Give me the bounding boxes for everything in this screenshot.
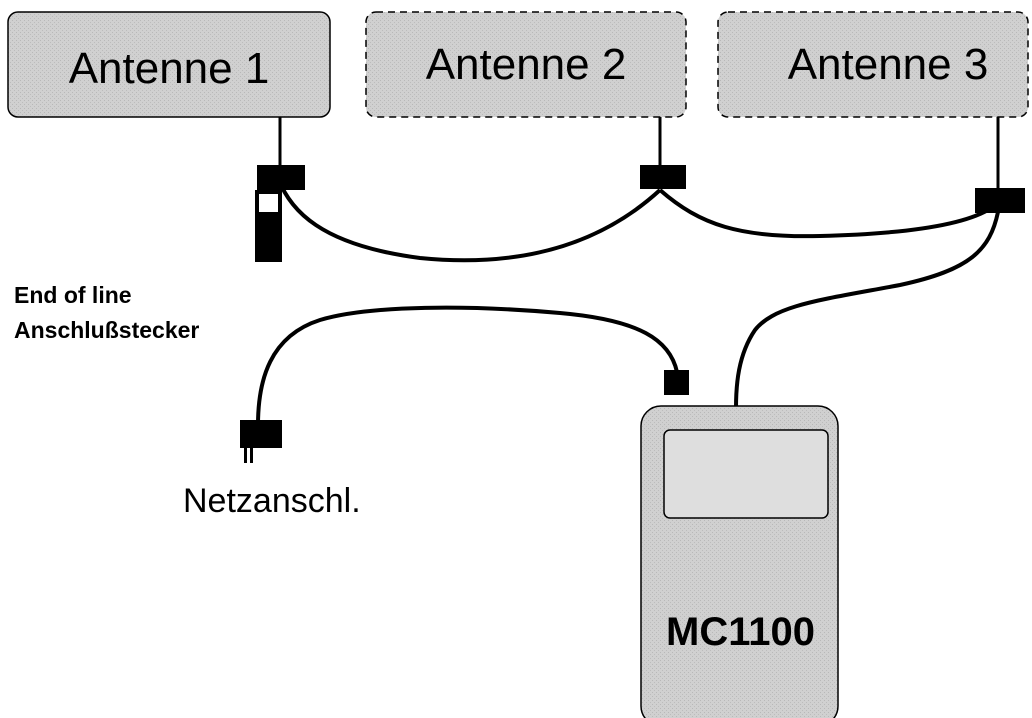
antenna-3-label: Antenne 3 (788, 40, 989, 89)
connector-label: Anschlußstecker (14, 317, 199, 343)
antenna-2: Antenne 2 (365, 11, 687, 118)
device-label: MC1100 (666, 610, 815, 654)
antenna-2-box (365, 11, 687, 118)
mc1100-device: MC1100 (640, 405, 839, 718)
antenna-3-box (717, 11, 1029, 118)
antenna-3-t-connector (975, 188, 1025, 213)
antenna-1: Antenne 1 (7, 11, 331, 118)
antenna-2-label: Antenne 2 (426, 40, 627, 89)
bus-cable-1-2 (276, 177, 662, 263)
power-cable (256, 305, 679, 426)
antenna-3: Antenne 3 (717, 11, 1029, 118)
power-label: Netzanschl. (183, 482, 361, 520)
antenna-1-label: Antenne 1 (69, 44, 270, 93)
antenna-1-t-connector (255, 165, 305, 262)
device-cable (734, 211, 1000, 409)
device-display (663, 429, 829, 519)
antenna-1-box (7, 11, 331, 118)
device-power-socket (664, 370, 689, 395)
bus-cable-2-3 (658, 188, 989, 239)
end-of-line-label: End of line (14, 282, 132, 308)
mains-plug (240, 420, 282, 463)
antenna-2-t-connector (640, 165, 686, 189)
